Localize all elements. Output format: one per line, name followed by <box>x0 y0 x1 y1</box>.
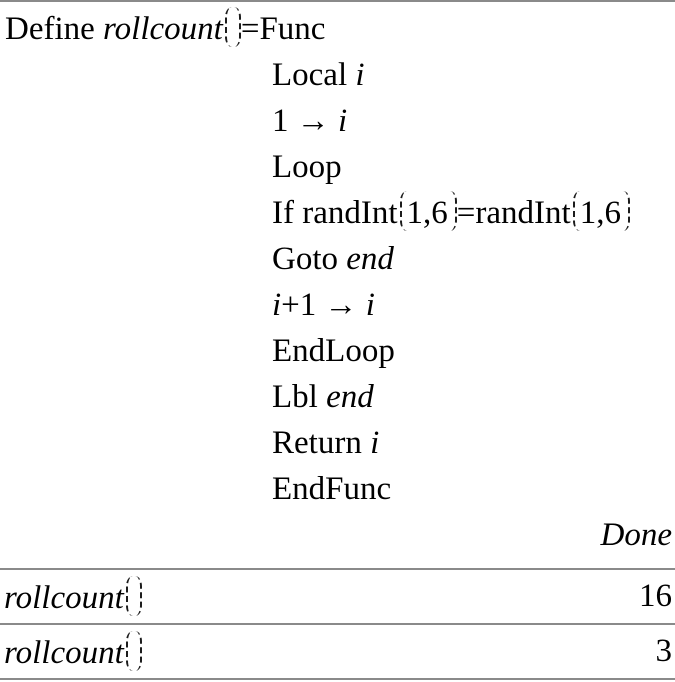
function-definition-entry[interactable]: Define rollcount =Func Local i 1 → i Loop… <box>0 2 675 512</box>
function-name: rollcount <box>4 580 124 616</box>
history-result[interactable]: 3 <box>655 633 673 669</box>
if-randint-lhs: If randInt <box>272 195 398 231</box>
history-entry[interactable]: rollcount 3 <box>0 623 675 678</box>
bottom-separator <box>0 678 675 680</box>
variable-i: i <box>338 103 348 139</box>
close-paren-icon <box>234 7 241 47</box>
close-paren-icon <box>450 191 457 231</box>
code-line-define[interactable]: Define rollcount =Func <box>5 6 675 52</box>
code-line-goto[interactable]: Goto end <box>5 236 675 282</box>
endloop-keyword: EndLoop <box>272 333 395 369</box>
variable-i: i <box>272 287 282 323</box>
status-done: Done <box>600 517 672 553</box>
code-line-lbl[interactable]: Lbl end <box>5 374 675 420</box>
init-expression: 1 → <box>272 103 338 139</box>
code-line-endfunc[interactable]: EndFunc <box>5 466 675 512</box>
if-randint-rhs: =randInt <box>456 195 571 231</box>
label-end: end <box>346 241 394 277</box>
randint-args-1: 1,6 <box>406 195 448 231</box>
randint-args-2: 1,6 <box>579 195 621 231</box>
function-name: rollcount <box>4 635 124 671</box>
close-paren-icon <box>135 631 142 671</box>
code-line-return[interactable]: Return i <box>5 420 675 466</box>
close-paren-icon <box>623 191 630 231</box>
equals-func: =Func <box>240 11 326 47</box>
endfunc-keyword: EndFunc <box>272 471 392 507</box>
code-line-endloop[interactable]: EndLoop <box>5 328 675 374</box>
variable-i: i <box>370 425 380 461</box>
history-expression[interactable]: rollcount <box>4 631 142 672</box>
code-line-loop[interactable]: Loop <box>5 144 675 190</box>
close-paren-icon <box>135 576 142 616</box>
code-line-init[interactable]: 1 → i <box>5 98 675 144</box>
code-line-local[interactable]: Local i <box>5 52 675 98</box>
open-paren-icon <box>399 191 407 231</box>
increment-expression: +1 → <box>281 287 366 323</box>
code-line-increment[interactable]: i+1 → i <box>5 282 675 328</box>
label-end: end <box>326 379 374 415</box>
goto-keyword: Goto <box>272 241 347 277</box>
variable-i: i <box>365 287 375 323</box>
return-keyword: Return <box>272 425 371 461</box>
history-entry[interactable]: rollcount 16 <box>0 568 675 623</box>
function-name: rollcount <box>103 11 223 47</box>
history-expression[interactable]: rollcount <box>4 576 142 617</box>
history-result[interactable]: 16 <box>639 578 672 614</box>
open-paren-icon <box>224 7 232 47</box>
local-keyword: Local <box>272 57 356 93</box>
history-list: rollcount 16 rollcount 3 <box>0 568 675 680</box>
define-keyword: Define <box>5 11 104 47</box>
variable-i: i <box>355 57 365 93</box>
open-paren-icon <box>125 631 133 671</box>
lbl-keyword: Lbl <box>272 379 327 415</box>
open-paren-icon <box>125 576 133 616</box>
open-paren-icon <box>572 191 580 231</box>
loop-keyword: Loop <box>272 149 342 185</box>
